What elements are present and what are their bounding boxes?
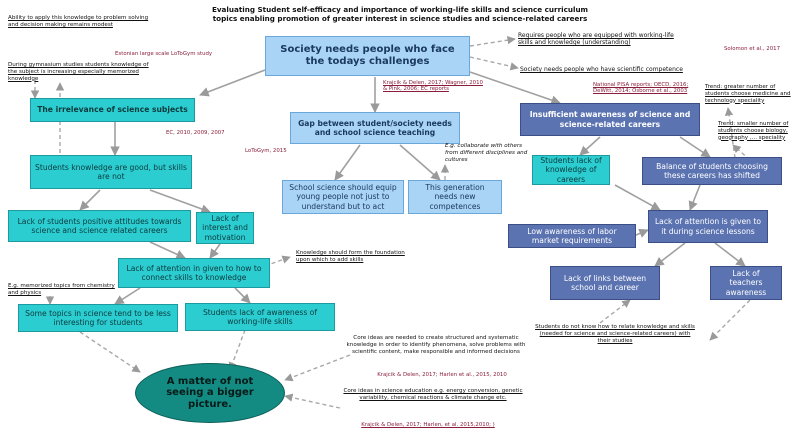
ref-krajcik-3: Krajcik & Delen, 2017; Harlen, et al. 20… [361,422,495,428]
ref-solomon: Solomon et al., 2017 [724,46,780,52]
node-interest: Lack of interest and motivation [196,212,254,244]
node-matter-label: A matter of not seeing a bigger picture. [166,375,254,410]
dash-teachers-relate [709,299,751,341]
ref-lotogym: LoToGym, 2015 [245,148,287,154]
node-links: Lack of links between school and career [550,266,660,300]
title-line-1: Evaluating Student self-efficacy and imp… [211,5,589,14]
node-balance-label: Balance of students choosing these caree… [656,161,768,180]
note-core-examples: Core ideas in science education e.g. ene… [343,388,523,401]
node-insufficient: Insufficient awareness of science and sc… [520,103,700,136]
dash-connect-foundation [264,255,291,267]
node-irrelevance-label: The irrelevance of science subjects [37,105,188,115]
arrow-knowledge-interest [149,189,211,214]
dash-example-matter [284,393,341,409]
arrow-connect-working [234,287,251,304]
node-working-life: Students lack of awareness of working-li… [185,303,335,331]
note-trend-smaller: Trend: smaller number of students choose… [718,121,789,141]
node-school-science: School science should equip young people… [282,180,404,214]
dash-working-matter [228,329,246,371]
arrow-gap-generation [399,144,441,181]
node-teachers: Lack of teachers awareness [710,266,782,300]
node-teachers-label: Lack of teachers awareness [725,269,767,297]
node-knowledge-good: Students knowledge are good, but skills … [30,155,192,189]
diagram-title: Evaluating Student self-efficacy and imp… [150,5,650,24]
dash-society-competence [469,56,519,71]
node-low-awareness-label: Low awareness of labor market requiremen… [527,226,617,245]
node-gap-label: Gap between student/society needs and sc… [298,118,452,137]
arrow-knowledge-attitudes [79,189,101,211]
ref-krajcik-1: Krajcik & Delen, 2017; Wagner, 2010 & Pi… [383,80,483,93]
node-insufficient-label: Insufficient awareness of science and sc… [529,110,691,129]
arrow-society-insufficient [469,71,561,105]
arrow-society-irrelevance [199,69,266,97]
node-less-interesting: Some topics in science tend to be less i… [18,304,178,332]
arrow-attention-links [654,242,686,267]
arrow-gap-school [334,144,361,181]
note-scientific-competence: Society needs people who have scientific… [520,66,683,73]
dash-core-matter [284,354,351,382]
ref-national: National PISA reports; OECD, 2016; DeWit… [593,82,689,95]
arrow-insufficient-lackcareers [579,136,601,156]
node-working-life-label: Students lack of awareness of working-li… [202,307,318,326]
note-not-relate: Students do not know how to relate knowl… [535,324,695,344]
note-foundation: Knowledge should form the foundation upo… [296,250,405,263]
node-knowledge-good-label: Students knowledge are good, but skills … [35,162,187,181]
ref-ec: EC, 2010, 2009, 2007 [166,130,225,136]
ref-krajcik-2: Krajcik & Delen, 2017; Harlen et al., 20… [377,372,507,378]
arrow-attention-teachers [714,242,746,267]
node-connect-skills: Lack of attention in given to how to con… [118,258,270,288]
arrow-interest-connect [209,243,221,259]
note-trend-greater: Trend: greater number of students choose… [705,84,791,104]
note-core-ideas: Core ideas are needed to create structur… [346,335,526,355]
arrow-insufficient-balance [679,136,711,158]
arrow-low-attention [635,228,649,238]
node-society: Society needs people who face the todays… [265,36,470,76]
node-attention-science: Lack of attention is given to it during … [648,210,768,243]
note-ability: Ability to apply this knowledge to probl… [8,15,149,28]
ref-estonian: Estonian large scale LoToGym study [115,51,213,57]
node-less-interesting-label: Some topics in science tend to be less i… [25,308,171,327]
dash-less-matter [79,331,141,373]
note-collaborate: E.g. collaborate with others from differ… [445,143,528,163]
dash-relate-links [599,299,631,324]
note-gymnasium: During gymnasium studies students knowle… [8,62,149,82]
note-requires: Requires people who are equipped with wo… [518,32,674,47]
node-connect-skills-label: Lack of attention in given to how to con… [126,263,262,282]
node-gap: Gap between student/society needs and sc… [290,112,460,144]
node-irrelevance: The irrelevance of science subjects [30,98,195,122]
dash-society-requires [469,36,516,47]
arrow-attitudes-connect [149,241,186,259]
node-balance: Balance of students choosing these caree… [642,157,782,185]
arrow-balance-attention [688,184,701,211]
node-positive-attitudes: Lack of students positive attitudes towa… [8,210,191,242]
arrow-connect-less [114,287,141,305]
node-lack-careers-label: Students lack of knowledge of careers [540,156,602,184]
title-line-2: topics enabling promotion of greater int… [212,14,588,24]
node-society-label: Society needs people who face the todays… [280,44,455,67]
note-memorized: E.g. memorized topics from chemistry and… [8,283,115,296]
node-low-awareness: Low awareness of labor market requiremen… [508,224,636,248]
node-generation: This generation needs new competences [408,180,502,214]
arrow-lackcareers-attention [614,184,661,211]
node-matter-ellipse: A matter of not seeing a bigger picture. [135,363,285,423]
node-generation-label: This generation needs new competences [425,183,485,211]
node-positive-attitudes-label: Lack of students positive attitudes towa… [17,216,182,235]
node-interest-label: Lack of interest and motivation [202,214,248,242]
node-school-science-label: School science should equip young people… [289,183,397,211]
node-links-label: Lack of links between school and career [563,273,647,292]
node-attention-science-label: Lack of attention is given to it during … [654,217,762,236]
node-lack-careers: Students lack of knowledge of careers [532,155,610,185]
